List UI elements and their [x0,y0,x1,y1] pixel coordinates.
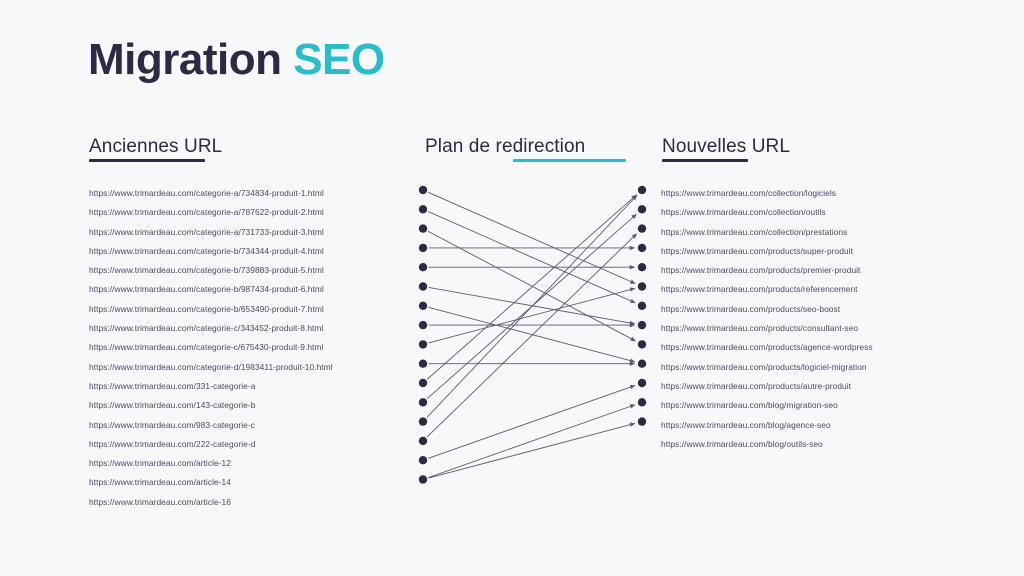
target-node-dot [637,263,647,272]
source-node-dot [418,475,428,484]
target-node-dot [637,320,647,330]
new-url-item: https://www.trimardeau.com/products/seo-… [661,303,841,314]
new-url-item: https://www.trimardeau.com/collection/ou… [661,207,826,218]
new-url-item: https://www.trimardeau.com/collection/lo… [661,188,837,198]
new-url-item: https://www.trimardeau.com/blog/agence-s… [661,419,831,430]
source-node-layer [418,185,428,484]
old-url-list: https://www.trimardeau.com/categorie-a/7… [89,184,409,512]
new-url-item: https://www.trimardeau.com/collection/pr… [661,226,848,237]
old-url-item: https://www.trimardeau.com/222-categorie… [89,438,256,449]
new-url-item: https://www.trimardeau.com/products/refe… [661,284,858,295]
old-url-item: https://www.trimardeau.com/983-categorie… [89,419,255,430]
target-node-dot [637,359,647,368]
old-url-item: https://www.trimardeau.com/categorie-a/7… [89,226,324,237]
new-url-item: https://www.trimardeau.com/products/autr… [661,380,852,391]
target-node-layer [637,185,647,426]
old-url-item: https://www.trimardeau.com/categorie-d/1… [89,361,333,372]
old-url-item: https://www.trimardeau.com/331-categorie… [89,380,256,391]
source-node-dot [418,320,428,330]
page-title: Migration SEO [88,35,385,84]
source-node-dot [418,359,428,368]
redirection-arrow [426,194,638,418]
new-url-item: https://www.trimardeau.com/blog/outils-s… [661,438,823,449]
redirection-arrow [426,233,638,438]
redirection-arrow [427,230,636,342]
redirection-arrow [428,287,636,326]
page-title-accent: SEO [293,35,385,84]
column-heading-new-urls-underline [662,159,748,162]
old-url-item: https://www.trimardeau.com/article-14 [89,477,231,488]
new-url-item: https://www.trimardeau.com/products/logi… [661,361,867,372]
source-node-dot [418,378,428,388]
old-url-item: https://www.trimardeau.com/categorie-b/9… [89,284,324,295]
column-heading-new-urls: Nouvelles URL [662,136,791,157]
source-node-dot [418,301,428,310]
source-node-dot [418,340,428,349]
new-url-item: https://www.trimardeau.com/products/agen… [661,342,873,353]
redirection-link-layer [426,191,638,479]
source-node-dot [418,205,428,214]
source-node-dot [418,398,428,407]
source-node-dot [418,224,428,233]
source-node-dot [418,243,428,253]
source-node-dot [418,282,428,291]
old-url-item: https://www.trimardeau.com/categorie-b/7… [89,265,324,276]
column-heading-redirect-plan: Plan de redirection [425,136,586,157]
redirection-arrow [428,384,636,459]
new-url-item: https://www.trimardeau.com/products/cons… [661,323,859,334]
target-node-dot [637,224,647,233]
target-node-dot [637,398,647,407]
redirection-arrow [428,306,636,363]
redirection-arrow [428,287,636,344]
source-node-dot [418,417,428,426]
redirection-arrow [426,194,637,380]
target-node-dot [637,378,647,388]
new-url-list: https://www.trimardeau.com/collection/lo… [661,184,961,454]
target-node-dot [637,205,647,214]
redirection-arrow [428,211,636,304]
new-url-item: https://www.trimardeau.com/products/prem… [661,265,861,276]
source-node-dot [418,436,428,446]
old-url-item: https://www.trimardeau.com/categorie-a/7… [89,188,324,198]
target-node-dot [637,243,647,253]
redirection-arrow [428,404,636,479]
source-node-dot [418,456,428,465]
target-node-dot [637,417,647,426]
old-url-item: https://www.trimardeau.com/categorie-c/6… [89,342,324,353]
column-heading-old-urls-underline [89,159,205,162]
target-node-dot [637,340,647,349]
new-url-item: https://www.trimardeau.com/products/supe… [661,245,853,256]
source-node-dot [418,185,428,195]
target-node-dot [637,185,647,195]
old-url-item: https://www.trimardeau.com/article-16 [89,496,231,507]
redirection-arrow [428,422,636,479]
column-heading-old-urls: Anciennes URL [89,136,223,157]
old-url-item: https://www.trimardeau.com/143-categorie… [89,400,256,411]
page-title-main: Migration [88,35,294,84]
old-url-item: https://www.trimardeau.com/article-12 [89,458,231,469]
new-url-item: https://www.trimardeau.com/blog/migratio… [661,400,838,411]
column-heading-redirect-plan-underline [513,159,626,162]
old-url-item: https://www.trimardeau.com/categorie-b/6… [89,303,324,314]
old-url-item: https://www.trimardeau.com/categorie-b/7… [89,245,324,256]
source-node-dot [418,263,428,272]
redirection-diagram [418,185,647,484]
old-url-item: https://www.trimardeau.com/categorie-a/7… [89,207,324,218]
target-node-dot [637,301,647,310]
old-url-item: https://www.trimardeau.com/categorie-c/3… [89,323,324,334]
redirection-arrow [428,191,636,284]
target-node-dot [637,282,647,291]
